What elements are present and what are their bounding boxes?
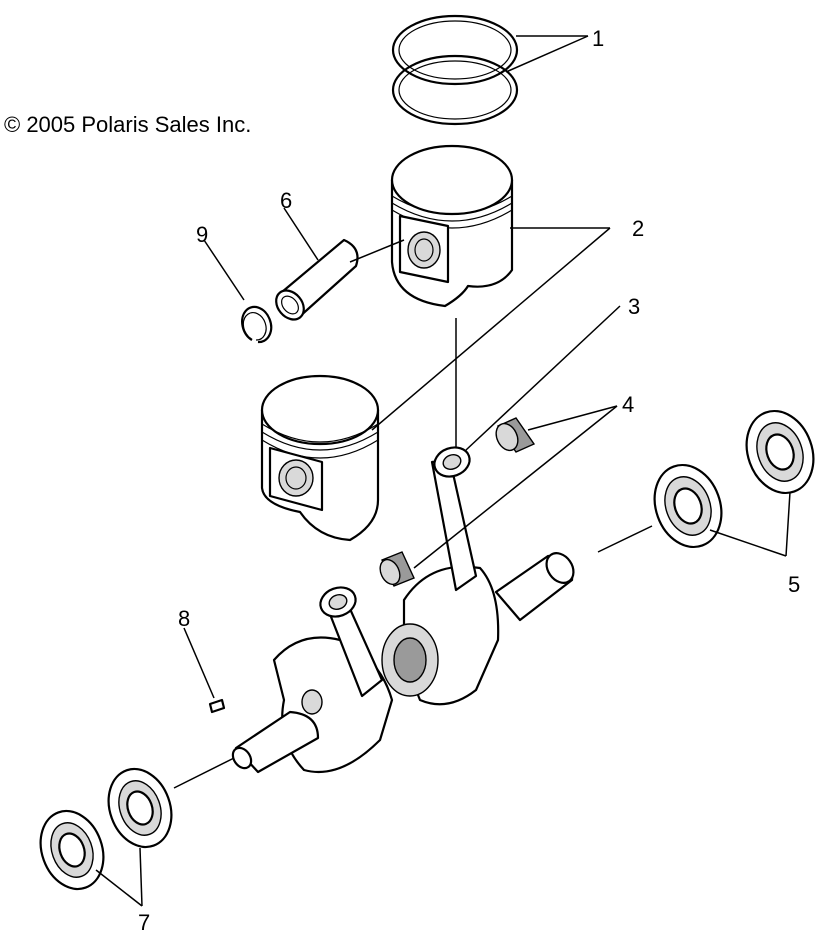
crank-bearing-left-outer bbox=[39, 809, 105, 891]
crankshaft-assembly bbox=[231, 446, 575, 774]
callout-4: 4 bbox=[622, 392, 634, 417]
callout-8: 8 bbox=[178, 606, 190, 631]
woodruff-key bbox=[208, 698, 226, 714]
callout-1: 1 bbox=[592, 26, 604, 51]
needle-bearing-lower bbox=[379, 551, 415, 587]
crank-bearing-right-inner bbox=[653, 463, 723, 549]
piston-rings bbox=[391, 14, 519, 126]
leader-lines bbox=[95, 35, 791, 907]
callout-2: 2 bbox=[632, 216, 644, 241]
piston-lower bbox=[260, 374, 380, 542]
callout-3: 3 bbox=[628, 294, 640, 319]
callout-5: 5 bbox=[788, 572, 800, 597]
callout-7: 7 bbox=[138, 910, 150, 933]
crank-bearing-left-inner bbox=[107, 767, 173, 849]
callouts: 1 2 3 4 5 6 7 8 9 bbox=[138, 26, 800, 933]
copyright-notice: © 2005 Polaris Sales Inc. bbox=[4, 112, 252, 137]
wrist-pin bbox=[275, 238, 359, 321]
callout-6: 6 bbox=[280, 188, 292, 213]
needle-bearing-upper bbox=[495, 417, 536, 453]
crank-bearing-right-outer bbox=[745, 409, 815, 495]
piston-upper bbox=[390, 144, 514, 308]
callout-9: 9 bbox=[196, 222, 208, 247]
circlip bbox=[241, 305, 273, 344]
